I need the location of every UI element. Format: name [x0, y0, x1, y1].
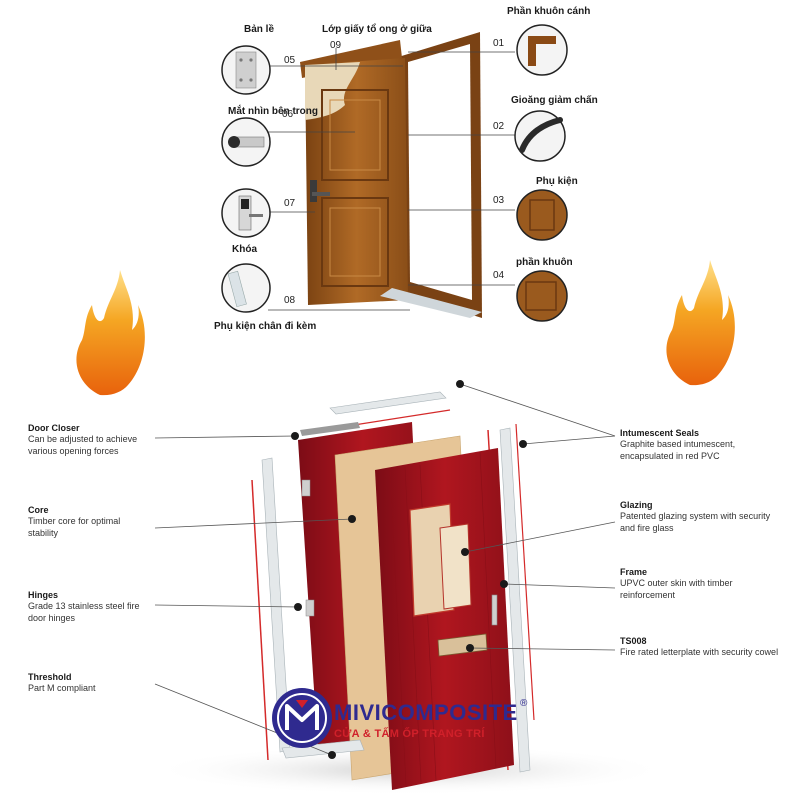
- callout-title: Core: [28, 505, 49, 515]
- frame-leaf-detail-circle: [516, 24, 568, 76]
- callout-07: 07: [284, 198, 296, 209]
- door-front-skin: [375, 448, 514, 790]
- callout-04: 04: [493, 270, 505, 281]
- lock-detail-circle: [221, 188, 271, 238]
- label-phu-kien-chan: Phụ kiện chân đi kèm: [214, 321, 317, 332]
- label-phan-khuon-canh: Phần khuôn cánh: [507, 6, 591, 17]
- brand-tagline: CỬA & TẤM ỐP TRANG TRÍ: [334, 728, 485, 740]
- callout-door-closer: Door Closer Can be adjusted to achieve v…: [28, 423, 158, 457]
- callout-title: Intumescent Seals: [620, 428, 700, 438]
- callout-06: 06: [282, 109, 294, 120]
- registered-mark: ®: [520, 698, 528, 709]
- label-gioang: Gioăng giảm chấn: [511, 95, 598, 106]
- label-ban-le: Bản lề: [244, 24, 275, 35]
- door-lock: [310, 180, 317, 202]
- lower-panel: [321, 197, 389, 287]
- callout-09: 09: [330, 40, 342, 51]
- bottom-leader-lines: [154, 383, 616, 756]
- glazing-glass: [439, 523, 472, 610]
- callout-desc: Fire rated letterplate with security cow…: [620, 647, 779, 657]
- hinge-middle: [305, 599, 315, 617]
- frame-strip-top: [329, 391, 447, 415]
- callout-threshold: Threshold Part M compliant: [28, 672, 148, 694]
- letterplate: [437, 633, 488, 657]
- callout-01: 01: [493, 38, 505, 49]
- door-handle: [491, 594, 498, 626]
- door-leaf: [305, 58, 408, 305]
- callout-desc: Part M compliant: [28, 683, 96, 693]
- hinge-top: [301, 479, 311, 497]
- callout-frame: Frame UPVC outer skin with timber reinfo…: [620, 567, 780, 601]
- callout-intumescent-seals: Intumescent Seals Graphite based intumes…: [620, 428, 780, 462]
- flame-icon-left: [76, 270, 145, 396]
- callout-hinges: Hinges Grade 13 stainless steel fire doo…: [28, 590, 153, 624]
- label-lop-giay: Lớp giấy tổ ong ở giữa: [322, 24, 432, 35]
- callout-title: Hinges: [28, 590, 59, 600]
- gasket-detail-circle: [514, 110, 566, 162]
- callout-desc: Can be adjusted to achieve various openi…: [28, 434, 138, 456]
- wooden-door-illustration: [300, 32, 482, 318]
- top-leader-lines: [268, 48, 515, 311]
- threshold-detail-circle: [221, 263, 271, 313]
- seal-strip-left: [251, 479, 269, 761]
- flame-icon-right: [666, 260, 735, 386]
- callout-title: TS008: [620, 636, 647, 646]
- callout-desc: Grade 13 stainless steel fire door hinge…: [28, 601, 140, 623]
- label-phu-kien: Phụ kiện: [536, 176, 578, 187]
- callout-title: Threshold: [28, 672, 72, 682]
- peephole-detail-circle: [221, 117, 271, 167]
- callout-desc: Patented glazing system with security an…: [620, 511, 771, 533]
- callout-core: Core Timber core for optimal stability: [28, 505, 148, 539]
- threshold-bar: [281, 739, 365, 759]
- brand-logo-mark: [272, 688, 332, 748]
- callout-title: Glazing: [620, 500, 653, 510]
- callout-08: 08: [284, 295, 296, 306]
- brand-name: MIVICOMPOSITE: [334, 700, 518, 725]
- bottom-leader-dots: [291, 380, 527, 759]
- door-opening: [408, 44, 472, 300]
- callout-title: Door Closer: [28, 423, 80, 433]
- label-khoa: Khóa: [232, 244, 257, 255]
- frame-detail-circle: [516, 270, 568, 322]
- callout-desc: Graphite based intumescent, encapsulated…: [620, 439, 736, 461]
- label-mat-nhin: Mắt nhìn bên trong: [228, 106, 318, 117]
- callout-glazing: Glazing Patented glazing system with sec…: [620, 500, 780, 534]
- callout-05: 05: [284, 55, 296, 66]
- callout-title: Frame: [620, 567, 648, 577]
- red-door-exploded-view: [251, 391, 535, 790]
- callout-desc: Timber core for optimal stability: [28, 516, 121, 538]
- upper-panel: [321, 89, 389, 181]
- callout-03: 03: [493, 195, 505, 206]
- callout-desc: UPVC outer skin with timber reinforcemen…: [620, 578, 733, 600]
- callout-02: 02: [493, 121, 505, 132]
- door-threshold: [380, 288, 482, 318]
- label-phan-khuon: phần khuôn: [516, 257, 573, 268]
- door-closer: [300, 422, 360, 436]
- hinge-detail-circle: [221, 45, 271, 95]
- callout-ts008: TS008 Fire rated letterplate with securi…: [620, 636, 780, 658]
- frame-strip-right: [499, 427, 531, 773]
- accessory-detail-circle: [516, 189, 568, 241]
